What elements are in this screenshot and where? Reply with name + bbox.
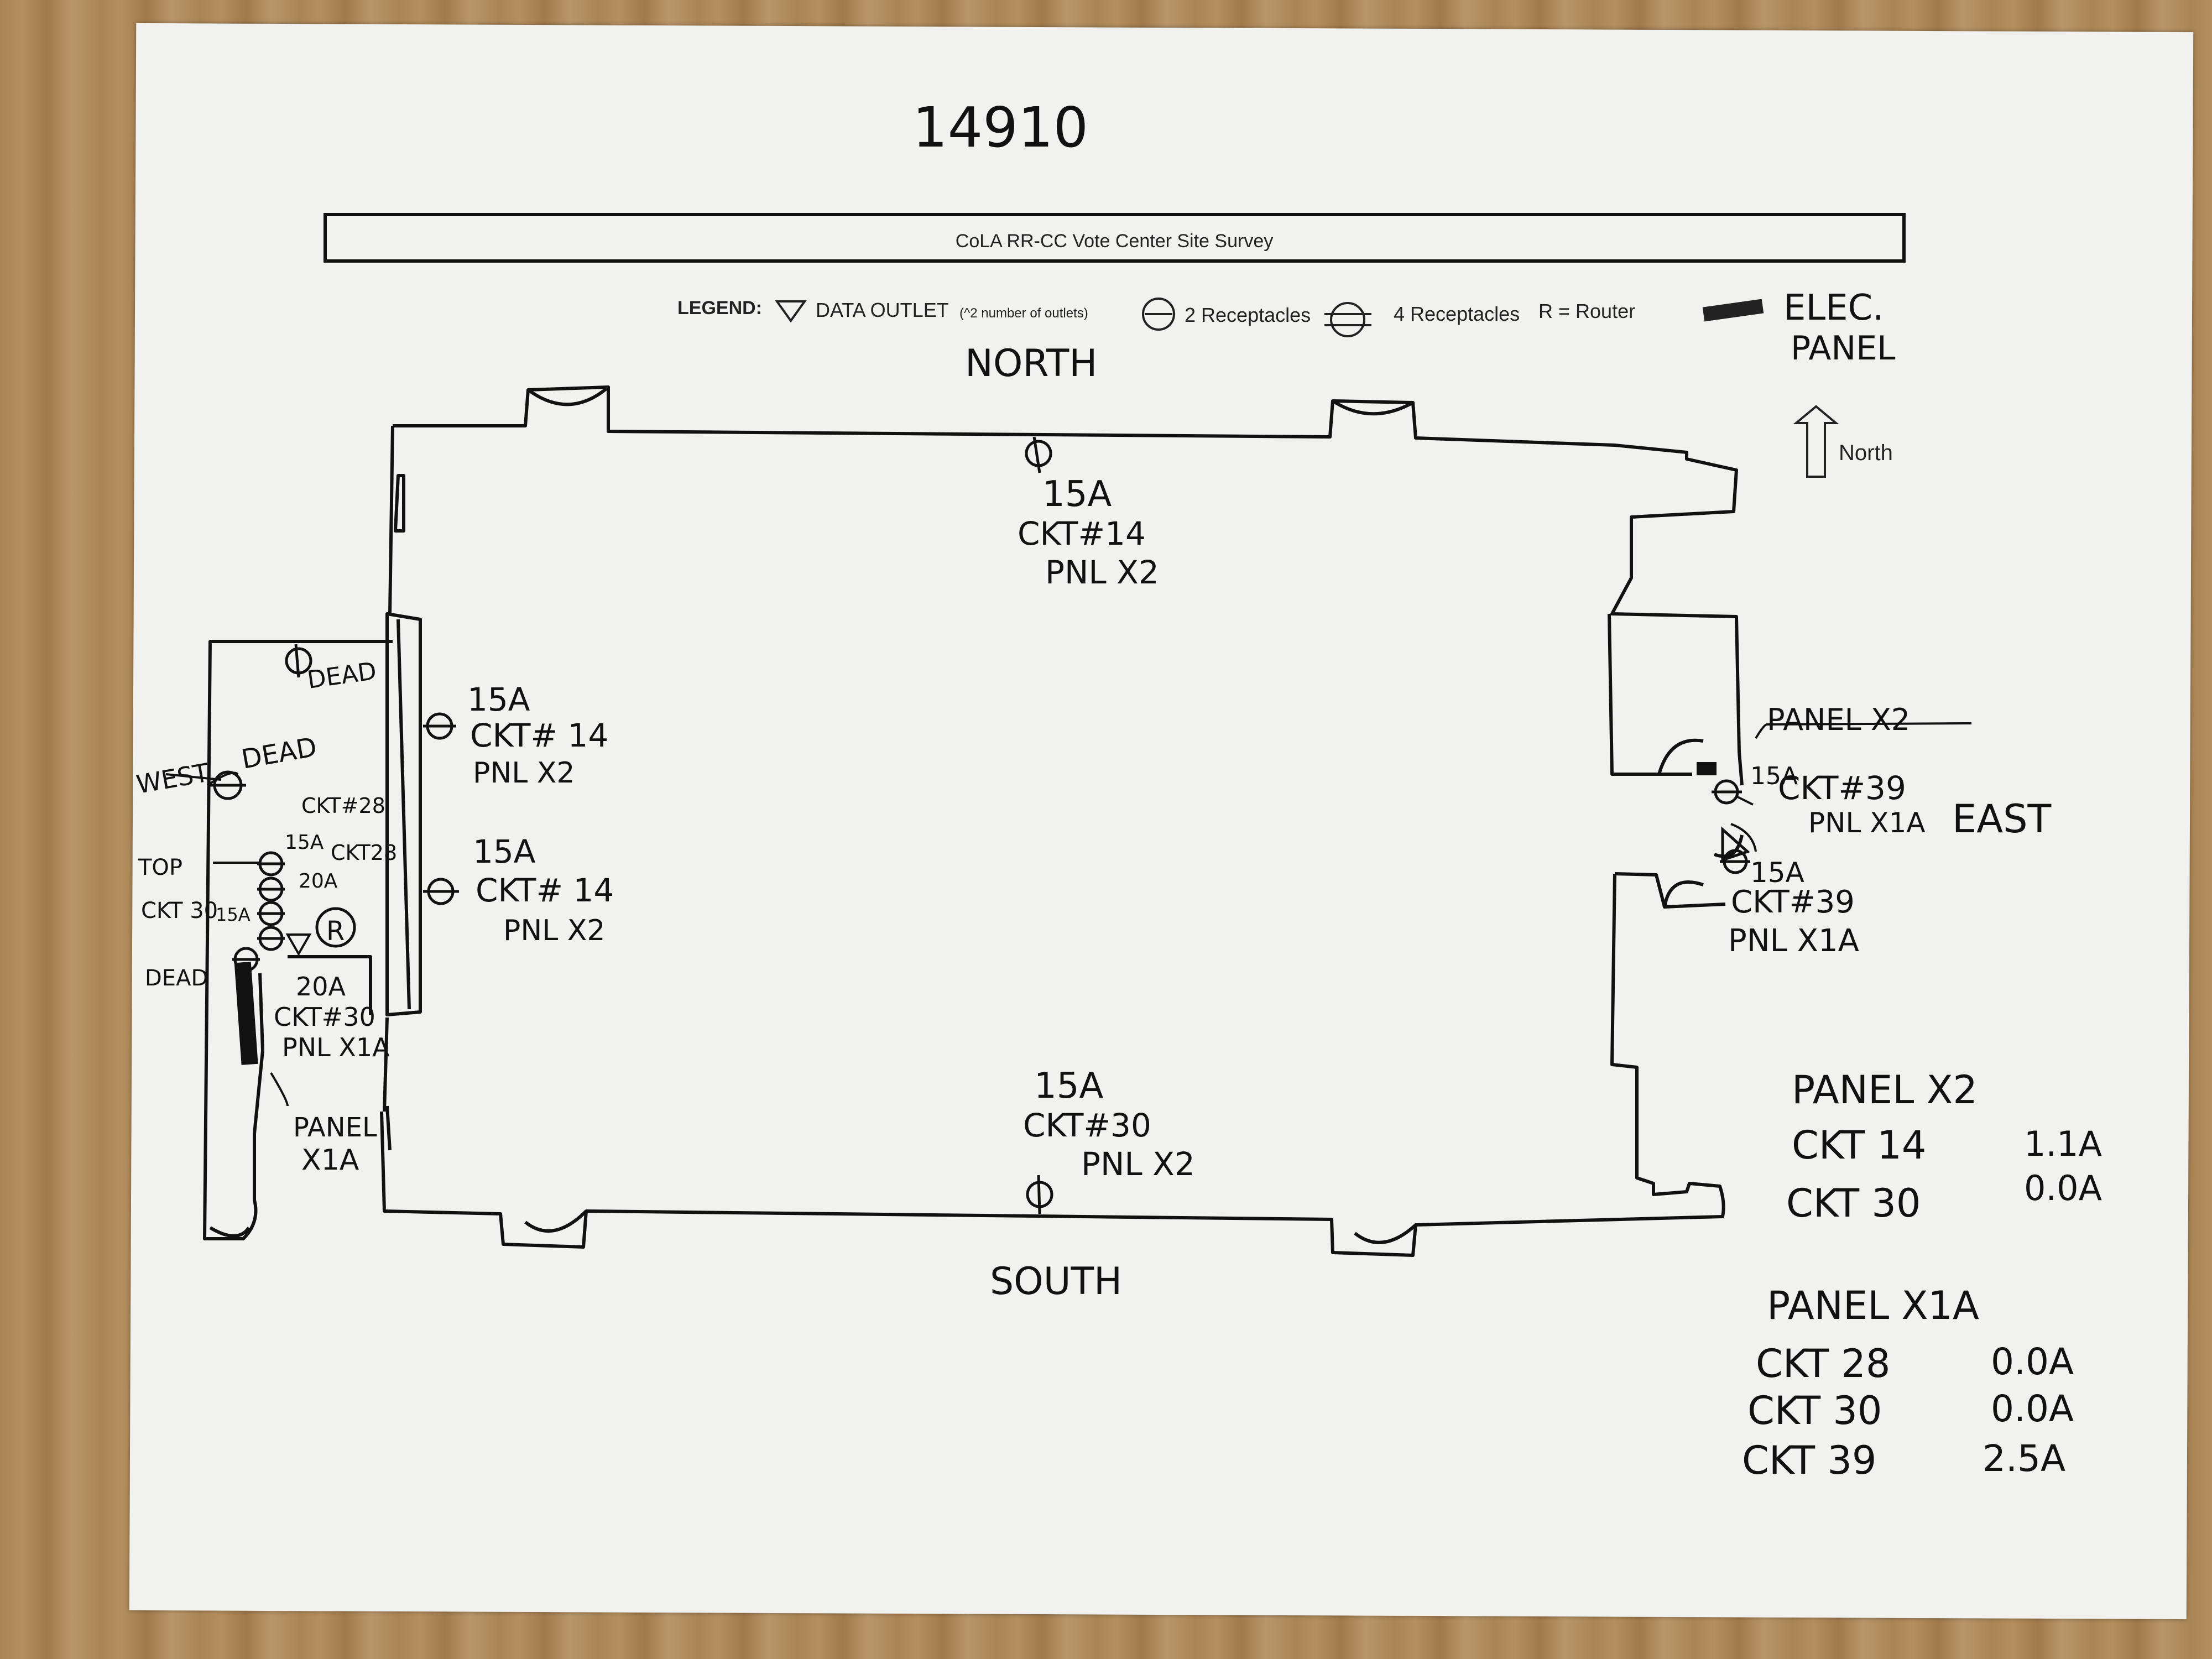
panel-x1a-table: PANEL X1A CKT 28 0.0A CKT 30 0.0A CKT 39…	[1742, 1283, 2074, 1483]
annex-dead-receptacle-1	[285, 644, 312, 678]
annex-block-panel: PNL X1A	[282, 1032, 390, 1062]
west-lower-receptacle	[423, 878, 459, 905]
east-upper-receptacle	[1712, 779, 1742, 805]
east-lower-panel: PNL X1A	[1728, 923, 1859, 959]
west-annex	[203, 474, 422, 1240]
four-receptacles-icon	[1324, 302, 1371, 337]
west-upper-amps: 15A	[467, 681, 530, 718]
east-upper-panel: PNL X1A	[1808, 807, 1926, 839]
south-outlet-amps: 15A	[1034, 1066, 1103, 1107]
panel-x1a-row2-circuit: CKT 30	[1747, 1388, 1882, 1433]
panel-x1a-row3-amps: 2.5A	[1983, 1437, 2065, 1480]
north-receptacle	[1025, 436, 1052, 473]
east-lower-circuit: CKT#39	[1731, 884, 1855, 920]
annex-annotations: DEAD WEST DEAD CKT#28 15A CKT28 20A TOP …	[134, 657, 398, 1177]
annex-15a-2: 15A	[216, 904, 251, 925]
west-lower-amps: 15A	[473, 833, 536, 870]
panel-x2-table: PANEL X2 CKT 14 1.1A CKT 30 0.0A	[1786, 1067, 2102, 1226]
legend-four-receptacles: 4 Receptacles	[1394, 302, 1520, 325]
leader-lines	[165, 722, 1972, 1107]
north-outlet-panel: PNL X2	[1045, 554, 1159, 591]
west-lower-outlet-annotation: 15A CKT# 14 PNL X2	[473, 833, 614, 947]
legend-router: R = Router	[1538, 300, 1635, 322]
panel-x1a-row2-amps: 0.0A	[1991, 1387, 2074, 1430]
router-symbol: R	[315, 907, 356, 948]
east-panel-label: PANEL X2	[1767, 702, 1910, 737]
west-label: WEST	[134, 758, 212, 800]
east-upper-amps: 15A	[1750, 762, 1798, 790]
page-number: 14910	[912, 95, 1088, 160]
panel-x2-heading: PANEL X2	[1792, 1067, 1978, 1113]
north-outlet-amps: 15A	[1042, 474, 1112, 515]
legend-heading: LEGEND:	[677, 298, 762, 319]
north-arrow-icon	[1793, 405, 1839, 478]
south-outlet-circuit: CKT#30	[1023, 1107, 1151, 1144]
annex-dead-2: DEAD	[239, 732, 319, 775]
west-upper-outlet-annotation: 15A CKT# 14 PNL X2	[467, 681, 608, 790]
receptacle-symbols	[210, 436, 1750, 1214]
legend-data-outlet: DATA OUTLET	[816, 299, 949, 321]
annex-block-circuit: CKT#30	[274, 1002, 375, 1032]
legend-elec-panel-line1: ELEC.	[1783, 288, 1884, 328]
annex-block-amps: 20A	[296, 972, 346, 1001]
east-elec-panel-icon	[1697, 762, 1717, 775]
legend-two-receptacles: 2 Receptacles	[1185, 304, 1311, 326]
annex-ckt30: CKT 30	[141, 898, 218, 924]
annex-data-outlet-icon	[285, 933, 312, 957]
south-receptacle	[1026, 1175, 1053, 1214]
panel-x1a-row1-circuit: CKT 28	[1756, 1341, 1890, 1386]
west-upper-panel: PNL X2	[473, 757, 575, 790]
panel-x1a-heading: PANEL X1A	[1767, 1283, 1979, 1328]
annex-elec-panel-icon	[234, 962, 258, 1065]
annex-top: TOP	[138, 855, 182, 880]
south-outlet-panel: PNL X2	[1081, 1145, 1195, 1183]
title-box	[324, 213, 1906, 263]
east-lower-outlet-annotation: 15A CKT#39 PNL X1A	[1728, 857, 1859, 959]
west-upper-circuit: CKT# 14	[470, 717, 608, 754]
annex-west-receptacle	[210, 770, 246, 800]
router-label: R	[326, 916, 345, 947]
panel-x2-row1-circuit: CKT 14	[1792, 1123, 1926, 1168]
survey-title: CoLA RR-CC Vote Center Site Survey	[956, 231, 1273, 252]
north-label: NORTH	[965, 342, 1097, 385]
legend-elec-panel-line2: PANEL	[1791, 329, 1896, 368]
east-lower-amps: 15A	[1750, 857, 1804, 889]
east-data-outlet-icon	[1721, 826, 1750, 862]
legend: LEGEND: DATA OUTLET (^2 number of outlet…	[677, 288, 1896, 478]
annex-ckt28: CKT#28	[301, 794, 385, 818]
north-outlet-annotation: 15A CKT#14 PNL X2	[1018, 474, 1159, 591]
annex-dead-receptacle-3	[232, 947, 260, 972]
room-walls	[380, 385, 1744, 1257]
legend-data-outlet-note: (^2 number of outlets)	[959, 306, 1088, 321]
panel-x2-row1-amps: 1.1A	[2024, 1124, 2102, 1164]
legend-north: North	[1839, 441, 1893, 465]
two-receptacles-icon	[1142, 298, 1175, 331]
data-outlet-icon	[775, 300, 807, 323]
west-upper-receptacle	[423, 712, 456, 740]
panel-x1a-row3-circuit: CKT 39	[1742, 1438, 1876, 1483]
annex-panel-id: X1A	[301, 1144, 359, 1177]
panel-x2-row2-circuit: CKT 30	[1786, 1181, 1921, 1226]
elec-panel-icon	[1702, 299, 1764, 322]
north-outlet-circuit: CKT#14	[1018, 515, 1146, 552]
annex-15a-1: 15A	[285, 831, 324, 854]
annex-dead-3: DEAD	[145, 966, 208, 991]
annex-20a-1: 20A	[299, 870, 338, 893]
east-lower-receptacle	[1720, 849, 1750, 874]
west-lower-panel: PNL X2	[503, 914, 605, 947]
south-outlet-annotation: 15A CKT#30 PNL X2	[1023, 1066, 1195, 1183]
east-upper-outlet-annotation: 15A CKT#39 PNL X1A	[1750, 762, 1926, 839]
annex-stack-receptacles	[257, 851, 285, 951]
panel-x1a-row1-amps: 0.0A	[1991, 1340, 2074, 1383]
west-lower-circuit: CKT# 14	[476, 872, 614, 909]
annex-ckt28-b: CKT28	[331, 841, 397, 865]
east-upper-circuit: CKT#39	[1778, 769, 1906, 807]
east-label: EAST	[1952, 796, 2052, 842]
panel-x2-row2-amps: 0.0A	[2024, 1168, 2102, 1208]
south-label: SOUTH	[990, 1260, 1122, 1303]
annex-dead-1: DEAD	[305, 657, 378, 695]
annex-panel-label: PANEL	[293, 1112, 377, 1143]
